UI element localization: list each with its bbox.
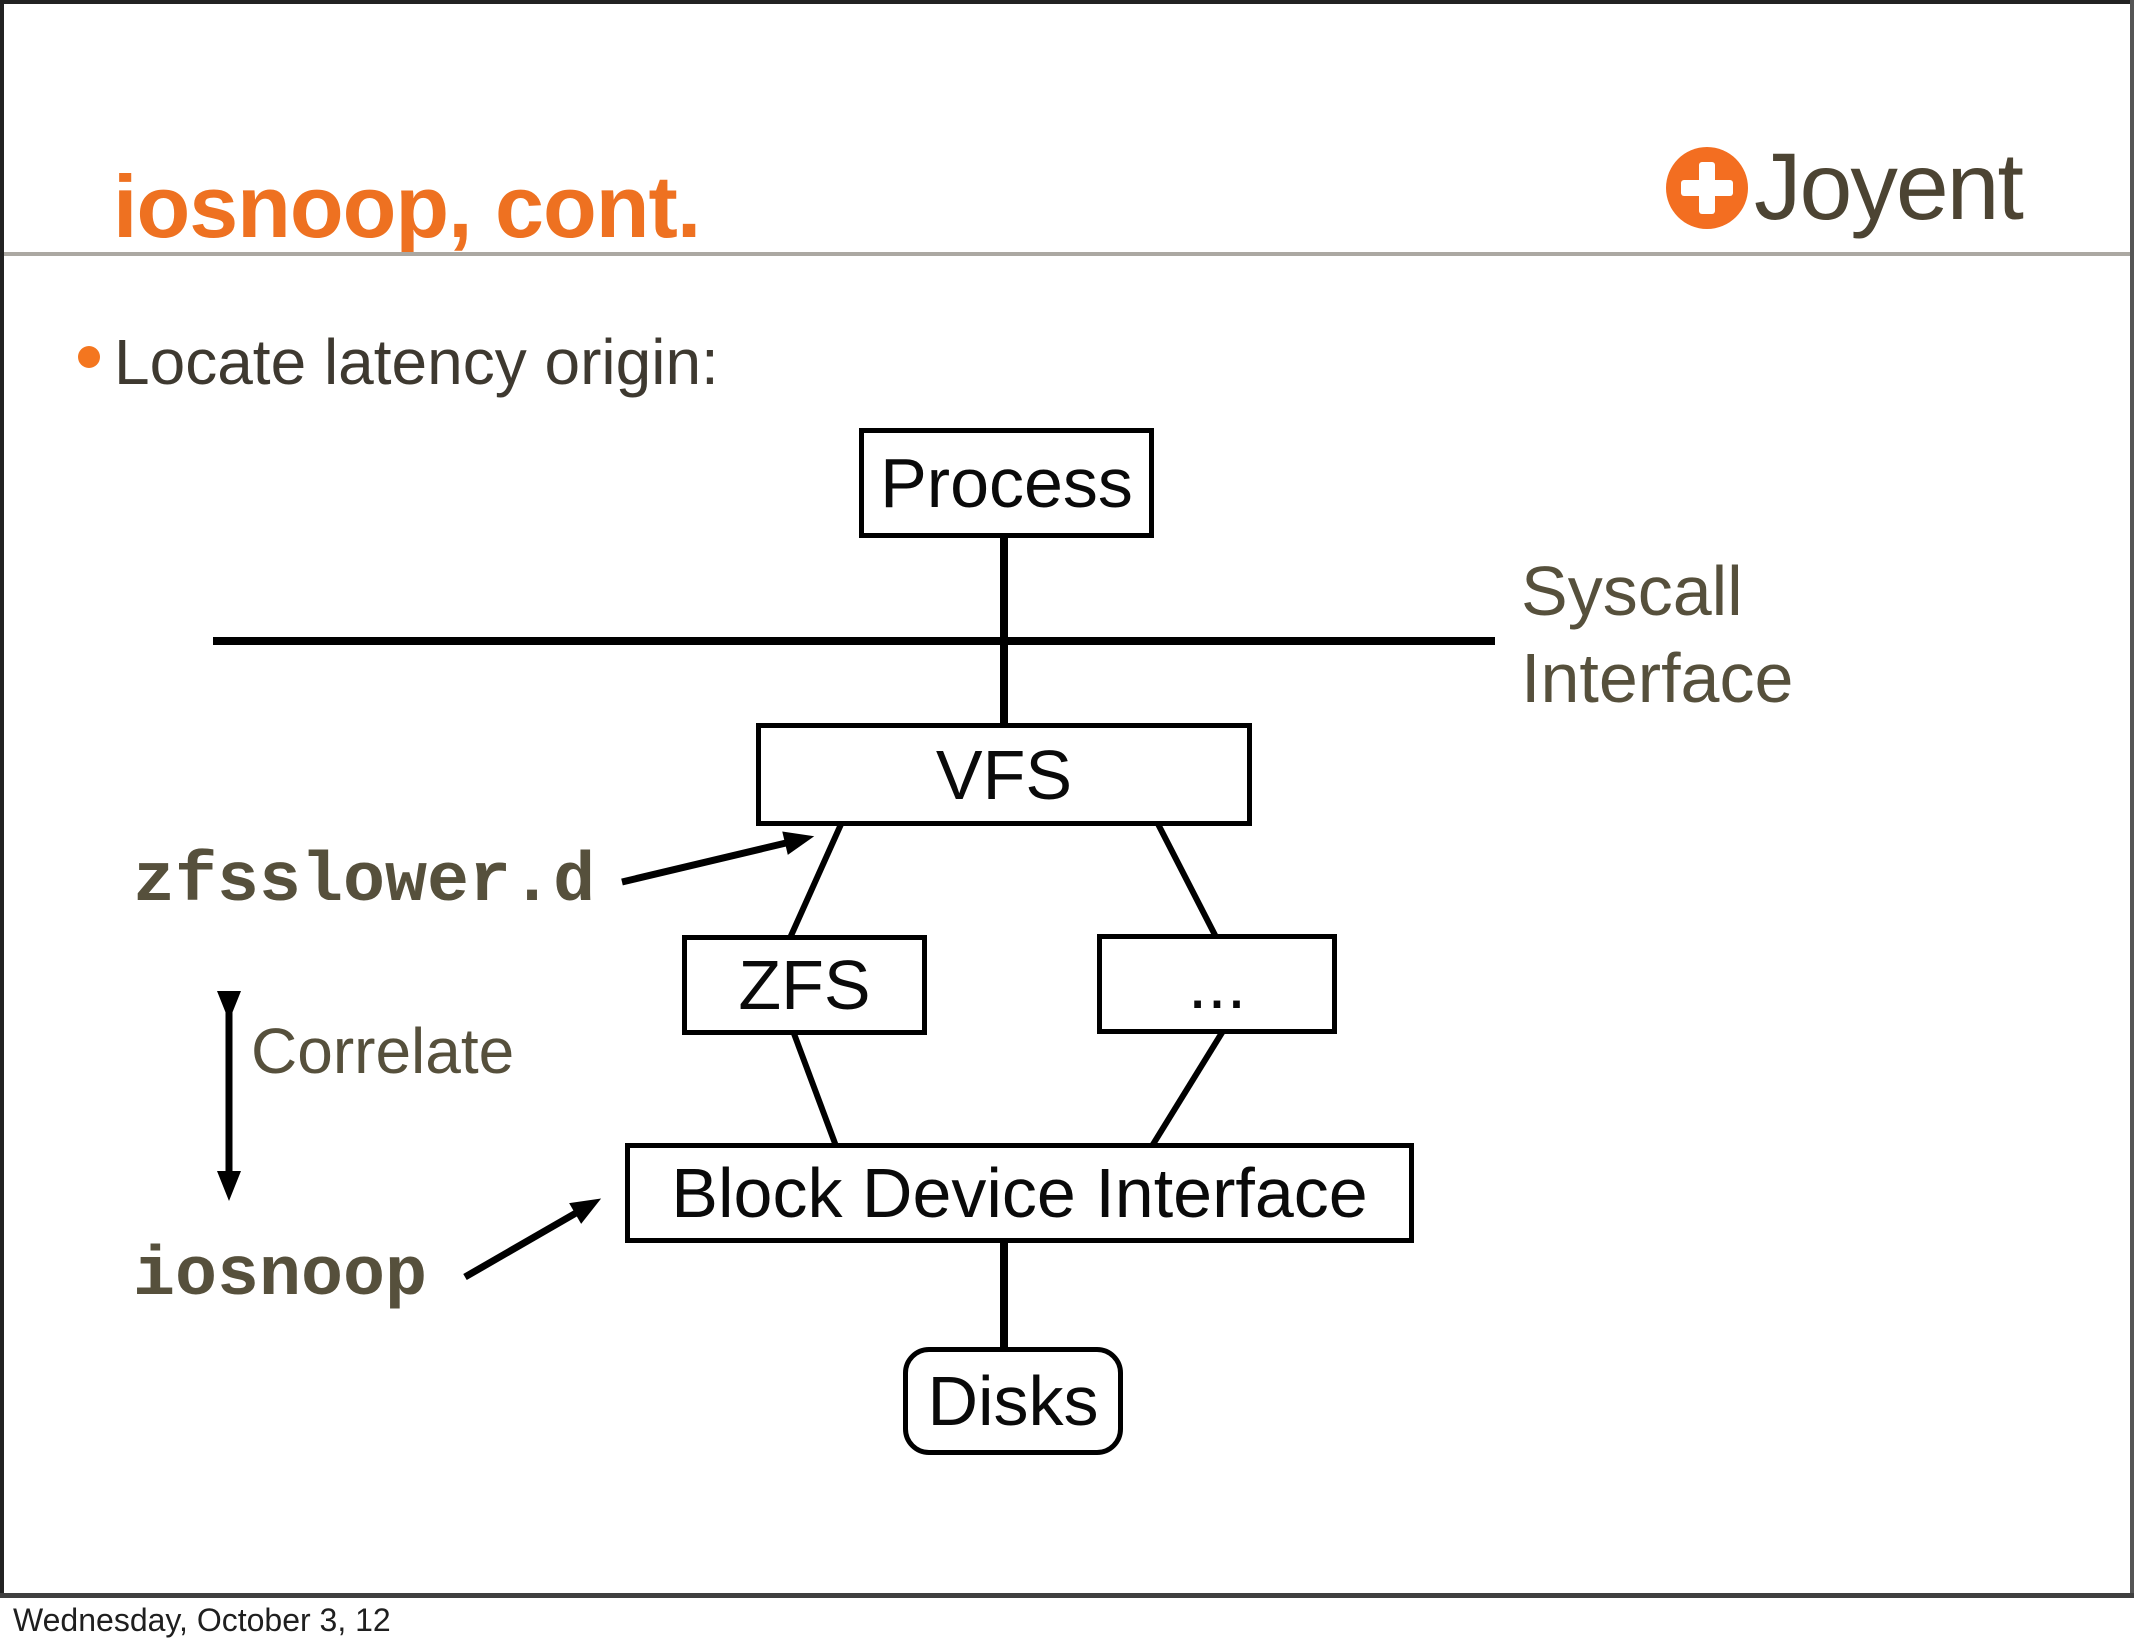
bullet-dot-icon xyxy=(78,346,100,368)
vfs-otherfs-line xyxy=(1154,820,1219,939)
node-disks-label: Disks xyxy=(927,1362,1099,1440)
slide-border-bottom xyxy=(0,1593,2134,1598)
slide-border-left xyxy=(0,0,4,1596)
page-title: iosnoop, cont. xyxy=(113,157,701,256)
slide-border-right xyxy=(2130,0,2134,1596)
node-block-device-interface: Block Device Interface xyxy=(625,1143,1414,1243)
zfs-bdi-line xyxy=(790,1029,839,1148)
vfs-zfs-line xyxy=(787,820,845,940)
node-vfs-label: VFS xyxy=(935,735,1073,814)
footer-date-text: Wednesday, October 3, 12 xyxy=(13,1602,391,1638)
node-other-filesystems-label: ... xyxy=(1187,945,1247,1023)
slide-border-top xyxy=(0,0,2134,4)
syscall-interface-label-line1: Syscall xyxy=(1521,552,1743,630)
joyent-logo-plus-icon xyxy=(1666,147,1748,229)
plus-icon-vertical-bar xyxy=(1699,162,1715,214)
node-process-label: Process xyxy=(880,444,1133,522)
bullet-text: Locate latency origin: xyxy=(114,326,719,398)
node-block-device-interface-label: Block Device Interface xyxy=(671,1154,1368,1232)
syscall-interface-label: Syscall Interface xyxy=(1521,548,1793,722)
otherfs-bdi-line xyxy=(1149,1029,1226,1148)
zfsslower-script-label: zfsslower.d xyxy=(133,843,596,922)
node-process: Process xyxy=(859,428,1154,538)
node-other-filesystems: ... xyxy=(1097,934,1337,1034)
node-zfs-label: ZFS xyxy=(738,946,871,1024)
node-disks: Disks xyxy=(903,1347,1123,1455)
iosnoop-arrow xyxy=(463,1198,602,1281)
header-separator xyxy=(0,252,2134,256)
node-zfs: ZFS xyxy=(682,935,927,1035)
joyent-wordmark: Joyent xyxy=(1754,134,2024,240)
node-vfs: VFS xyxy=(756,723,1252,826)
iosnoop-script-label: iosnoop xyxy=(133,1237,428,1316)
syscall-interface-label-line2: Interface xyxy=(1521,639,1794,717)
correlate-label: Correlate xyxy=(251,1015,515,1087)
zfsslower-arrow xyxy=(621,831,815,886)
